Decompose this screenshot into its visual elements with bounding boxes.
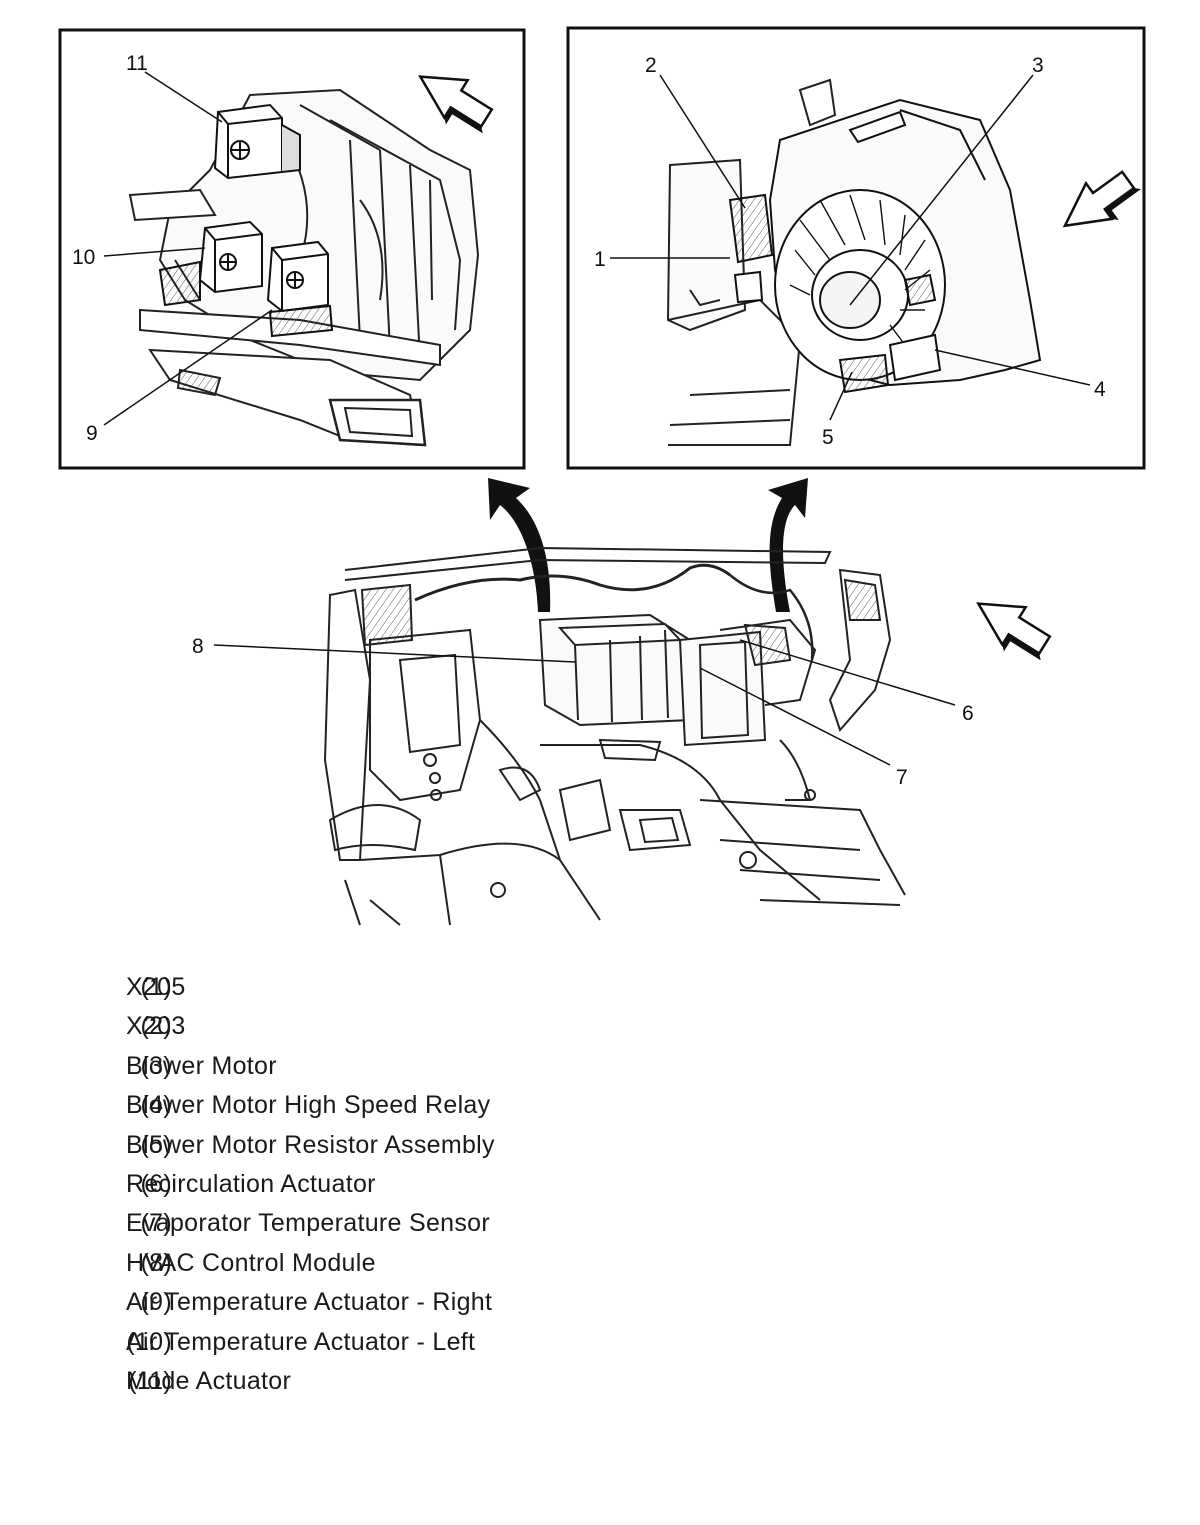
callout-5: 5 [822,426,834,449]
legend-item: (7)Evaporator Temperature Sensor [60,1204,760,1243]
legend-item-number: (8) [140,1248,172,1277]
dash-structure-drawing [666,78,837,446]
air-temp-actuator-left-drawing [158,220,263,307]
leader-lines-left [103,71,273,426]
legend-item-label: X205 [126,973,186,1001]
legend-item-label: Recirculation Actuator [126,1169,376,1198]
legend-item-number: (4) [140,1091,172,1120]
legend-item: (4)Blower Motor High Speed Relay [60,1086,760,1125]
callout-11: 11 [126,52,148,75]
leader-lines-right [610,74,1091,421]
legend-item-number: (2) [140,1012,172,1041]
component-legend: (1)X205(2)X203(3)Blower Motor(4)Blower M… [60,968,760,1401]
legend-item-number: (5) [140,1130,172,1159]
direction-arrow-icon [962,583,1062,672]
callout-7: 7 [896,766,908,789]
callout-9: 9 [86,422,98,445]
mode-actuator-drawing [213,103,301,180]
callout-2: 2 [645,54,657,77]
legend-item-label: Mode Actuator [126,1366,292,1395]
inset-air-temp-actuators: 11 10 9 [58,28,526,470]
legend-item-label: Air Temperature Actuator - Left [126,1327,476,1356]
callout-1: 1 [594,248,606,271]
callout-8: 8 [192,635,204,658]
legend-item-number: (10) [126,1327,172,1356]
legend-item: (3)Blower Motor [60,1047,760,1086]
cab-interior-drawing [323,546,906,926]
legend-item-number: (6) [140,1169,172,1198]
legend-item-label: HVAC Control Module [126,1248,376,1277]
legend-item-label: Air Temperature Actuator - Right [126,1288,493,1317]
inset-blower-motor: 1 2 3 4 5 [566,26,1150,470]
legend-item-label: X203 [126,1012,186,1041]
legend-item: (8)HVAC Control Module [60,1244,760,1283]
legend-item-label: Blower Motor Resistor Assembly [126,1130,495,1159]
legend-item: (5)Blower Motor Resistor Assembly [60,1126,760,1165]
legend-item: (10)Air Temperature Actuator - Left [60,1323,760,1362]
legend-item-number: (3) [140,1051,172,1080]
callout-3: 3 [1032,54,1044,77]
legend-item-number: (1) [140,973,172,1001]
callout-6: 6 [962,702,974,725]
leader-lines-main [213,639,956,766]
legend-item-label: Blower Motor High Speed Relay [126,1091,491,1120]
legend-item: (9)Air Temperature Actuator - Right [60,1283,760,1322]
legend-item: (1)X205 [60,968,760,1007]
legend-item: (6)Recirculation Actuator [60,1165,760,1204]
legend-item-label: Blower Motor [126,1051,277,1080]
callout-10: 10 [72,246,95,269]
callout-4: 4 [1094,378,1106,401]
legend-item-label: Evaporator Temperature Sensor [126,1209,490,1238]
blower-motor-drawing [728,98,1042,394]
legend-item: (11)Mode Actuator [60,1362,760,1401]
legend-item-number: (11) [128,1366,172,1395]
legend-item-number: (9) [140,1288,172,1317]
air-temp-actuator-right-drawing [266,240,334,338]
legend-item-number: (7) [140,1209,172,1238]
legend-item: (2)X203 [60,1007,760,1046]
